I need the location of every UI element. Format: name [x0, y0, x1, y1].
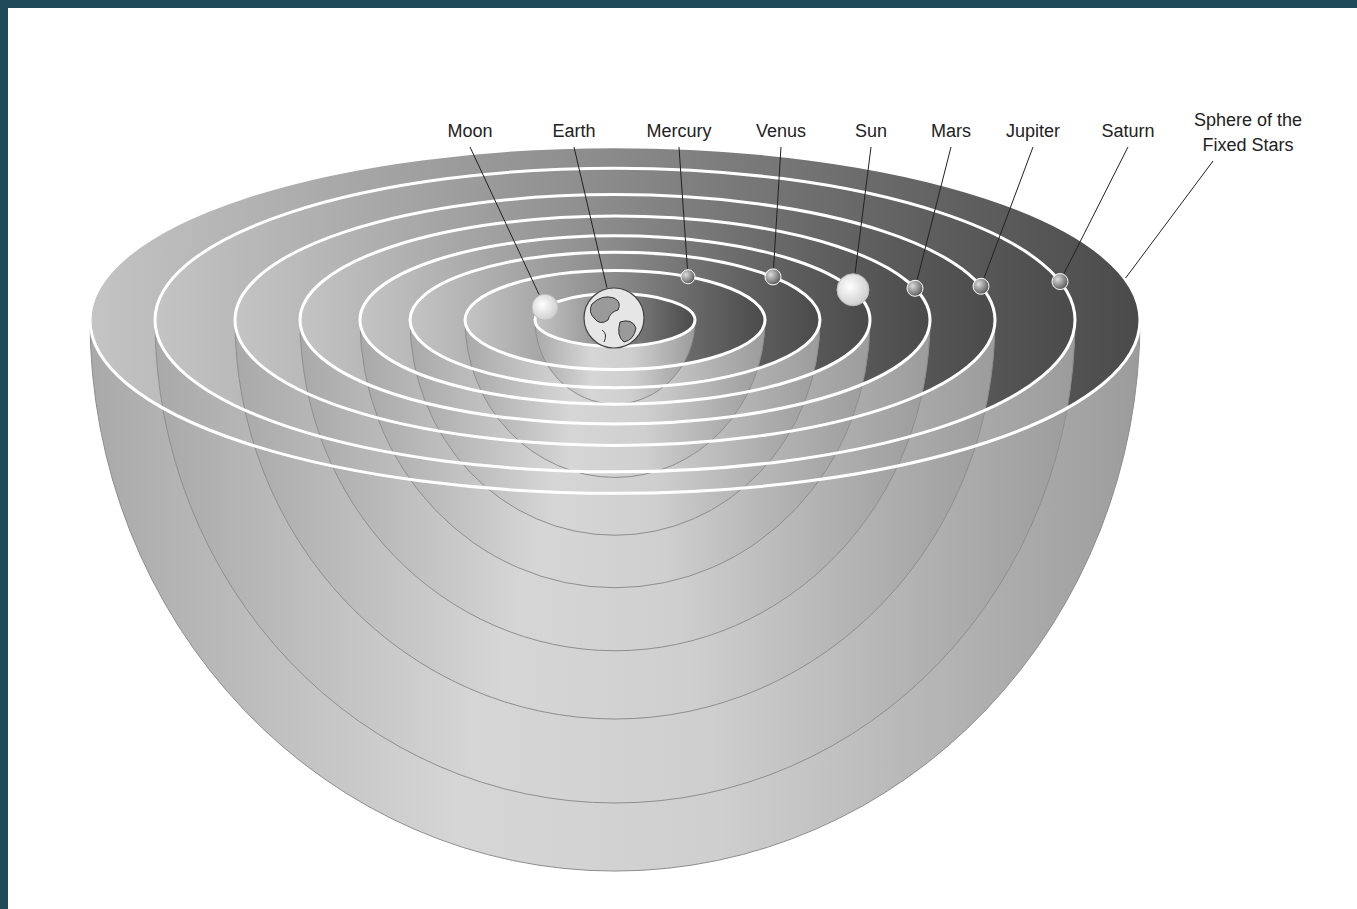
- leader-line: [679, 147, 687, 269]
- frame-bar: [0, 0, 8, 909]
- leader-line: [470, 147, 539, 295]
- planet-disc: [765, 269, 781, 285]
- leader-line: [1064, 147, 1128, 274]
- body-label: Sphere of the Fixed Stars: [1173, 108, 1323, 158]
- frame-bar: [0, 0, 1357, 8]
- planet-disc: [973, 278, 989, 294]
- earth-globe: [584, 288, 644, 348]
- body-label: Venus: [756, 119, 806, 144]
- body-label: Moon: [447, 119, 492, 144]
- sphere-shell: [155, 320, 1075, 803]
- leader-line: [774, 147, 781, 268]
- sun-disc: [837, 274, 869, 306]
- continent: [590, 297, 619, 323]
- body-label: Saturn: [1101, 119, 1154, 144]
- body-label: Earth: [552, 119, 595, 144]
- leader-line: [984, 147, 1033, 278]
- orbit-ring: [90, 147, 1140, 494]
- orbit-ring: [155, 168, 1075, 472]
- celestial-bodies: [532, 269, 1068, 348]
- leader-lines: [470, 147, 1213, 295]
- moon-disc: [532, 294, 558, 320]
- orbit-ring: [360, 236, 870, 404]
- leader-line: [917, 147, 951, 280]
- sphere-shell: [360, 320, 870, 588]
- orbit-ring: [300, 216, 930, 424]
- continent: [602, 330, 606, 342]
- continent: [619, 321, 636, 342]
- nested-spheres: [90, 147, 1140, 871]
- sphere-interior: [300, 216, 930, 424]
- sphere-interior: [360, 236, 870, 404]
- planet-disc: [907, 280, 923, 296]
- body-label: Sun: [855, 119, 887, 144]
- planet-disc: [681, 270, 695, 284]
- body-label: Mercury: [646, 119, 711, 144]
- sphere-shell: [235, 320, 995, 719]
- orbit-ring: [465, 271, 765, 370]
- sphere-shell: [410, 320, 820, 535]
- body-label: Mars: [931, 119, 971, 144]
- leader-line: [1126, 161, 1213, 278]
- orbit-ring: [410, 252, 820, 387]
- leader-line: [855, 147, 871, 273]
- planet-disc: [1052, 274, 1068, 290]
- orbit-ring: [235, 195, 995, 446]
- leader-line: [574, 147, 607, 288]
- body-label: Jupiter: [1006, 119, 1060, 144]
